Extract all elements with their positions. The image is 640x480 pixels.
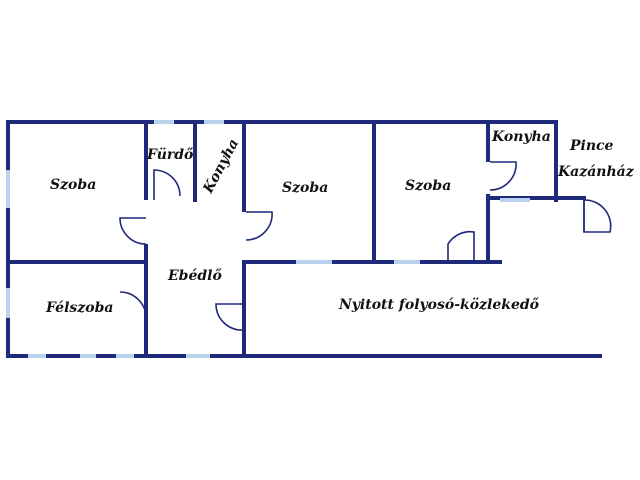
- door-ebedlo-folyoso: [215, 303, 245, 331]
- door-felszoba-ebedlo: [119, 291, 147, 319]
- door-konyha: [489, 161, 517, 191]
- door-furdo: [153, 169, 181, 200]
- room-label-furdo: Fürdő: [146, 147, 194, 163]
- door-szoba-ebedlo: [119, 217, 147, 245]
- room-label-szoba-2: Szoba: [282, 180, 328, 196]
- door-pince: [583, 199, 612, 233]
- room-label-folyoso: Nyitott folyosó-közlekedő: [338, 297, 540, 313]
- doors: [119, 161, 612, 331]
- room-label-szoba-3: Szoba: [405, 178, 451, 194]
- room-label-kazanhaz: Kazánház: [557, 164, 635, 180]
- door-szoba-folyoso: [447, 230, 475, 262]
- door-ebedlo-konyha: [245, 211, 273, 241]
- room-labels: Szoba Fürdő Konyha Szoba Szoba Konyha Pi…: [45, 129, 635, 316]
- room-label-pince: Pince: [569, 138, 614, 154]
- room-label-felszoba: Félszoba: [45, 300, 113, 316]
- walls: [6, 120, 602, 358]
- room-label-konyha-1: Konyha: [200, 136, 242, 196]
- room-label-szoba-1: Szoba: [50, 177, 96, 193]
- room-label-konyha-2: Konyha: [491, 129, 551, 145]
- windows: [6, 120, 530, 358]
- room-label-ebedlo: Ebédlő: [167, 268, 222, 284]
